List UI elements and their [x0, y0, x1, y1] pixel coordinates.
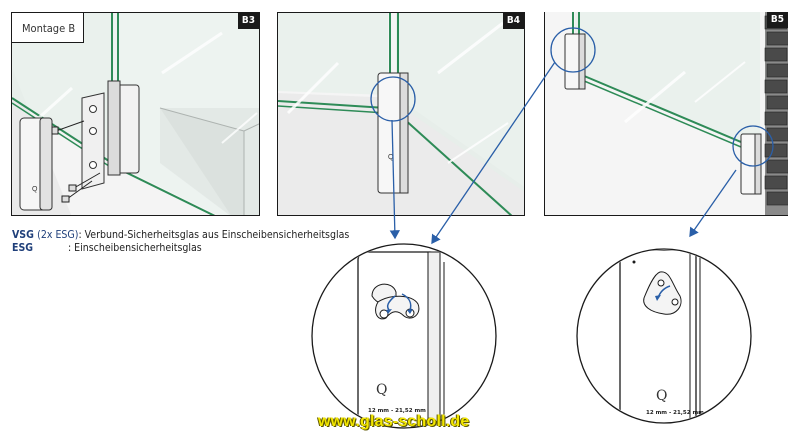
legend-text-esg: : Einscheibensicherheitsglas — [68, 242, 202, 254]
panel-b4: Q B4 — [277, 12, 525, 216]
panel-b3: Q Montage B B3 — [11, 12, 260, 216]
panel-b5: B5 — [544, 12, 788, 216]
wall-mount-illustration — [545, 12, 788, 215]
legend-row-esg: ESG : Einscheibensicherheitsglas — [12, 242, 349, 255]
montage-b3-illustration: Q — [12, 13, 259, 215]
badge-b4: B4 — [502, 13, 524, 29]
legend-key-esg: ESG — [12, 242, 34, 254]
detail-circle-left: Q 12 mm - 21,52 mm — [311, 243, 497, 429]
logo-q-left: Q — [376, 382, 387, 398]
logo-q-small: Q — [32, 186, 38, 193]
badge-b5: B5 — [766, 12, 788, 28]
svg-text:Q: Q — [388, 154, 394, 161]
legend-row-vsg: VSG (2x ESG): Verbund-Sicherheitsglas au… — [12, 229, 349, 242]
logo-q-right: Q — [656, 388, 667, 404]
installed-clamp-illustration: Q — [278, 13, 524, 215]
badge-b3: B3 — [237, 13, 259, 29]
montage-title: Montage B — [12, 13, 85, 43]
range-right: 12 mm - 21,52 mm — [646, 410, 704, 416]
legend-key-vsg: VSG (2x ESG) — [12, 229, 79, 241]
legend-text-vsg: : Verbund-Sicherheitsglas aus Einscheibe… — [78, 229, 350, 241]
website-watermark: www.glas-scholl.de — [318, 413, 470, 430]
detail-circle-right: Q 12 mm - 21,52 mm — [576, 248, 752, 424]
legend: VSG (2x ESG): Verbund-Sicherheitsglas au… — [12, 229, 349, 255]
